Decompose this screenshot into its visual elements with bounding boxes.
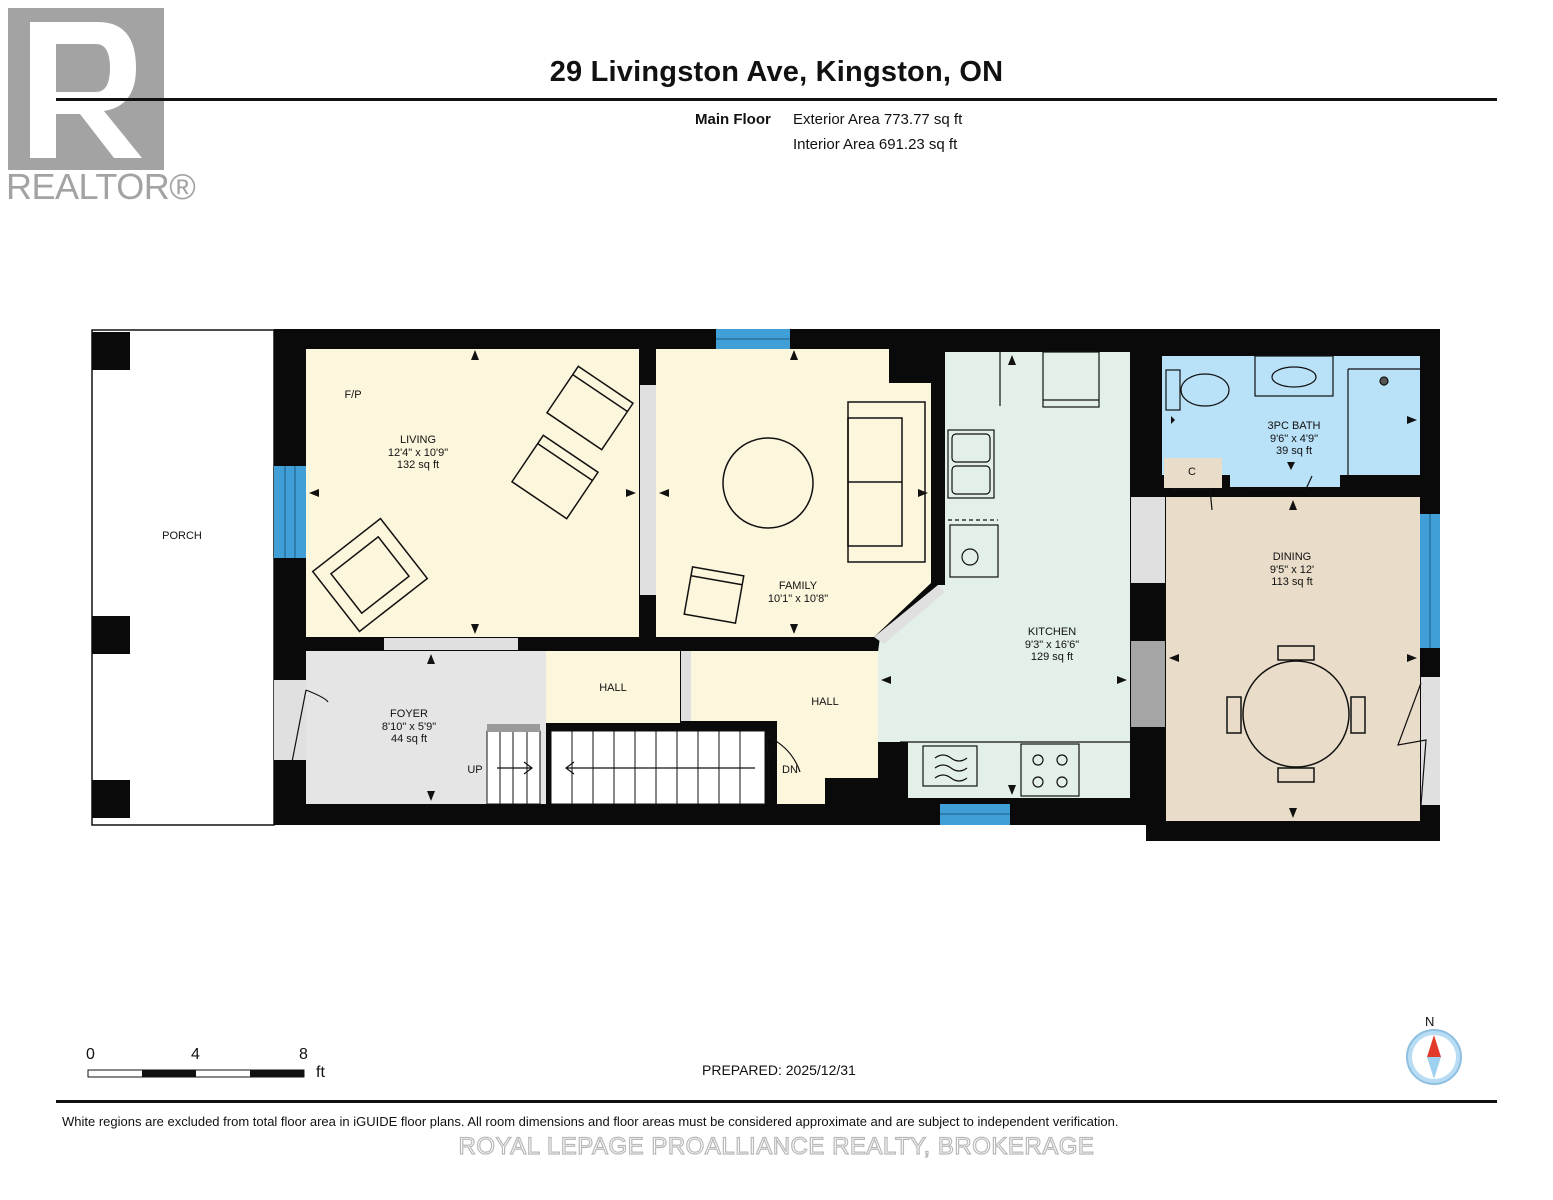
family-furniture — [683, 401, 926, 625]
opening — [874, 585, 945, 644]
room-label-porch: PORCH — [162, 530, 202, 542]
compass-icon — [1406, 1029, 1462, 1085]
stairs-up-arrow — [497, 761, 533, 775]
kitchen-room — [878, 352, 1130, 798]
footer-divider — [56, 1100, 1497, 1103]
exterior-area: Exterior Area 773.77 sq ft — [793, 111, 963, 128]
opening — [1421, 677, 1440, 805]
bath-room — [1162, 356, 1420, 475]
kitchen-fixtures — [900, 351, 1130, 797]
opening — [681, 651, 691, 721]
scale-tick-0: 0 — [86, 1046, 95, 1063]
header-divider — [56, 98, 1497, 101]
bath-lower — [1230, 475, 1340, 487]
hall-2 — [691, 651, 878, 804]
door-swing — [1397, 682, 1427, 806]
stairs-up-label: UP — [467, 764, 483, 776]
page-title: 29 Livingston Ave, Kingston, ON — [549, 56, 1004, 88]
scale-unit: ft — [316, 1064, 325, 1081]
porch-post — [92, 780, 130, 818]
opening — [1131, 641, 1165, 727]
dining-room — [1166, 497, 1420, 821]
scale-tick-8: 8 — [299, 1046, 308, 1063]
interior-area: Interior Area 691.23 sq ft — [793, 136, 958, 153]
door-swing — [1172, 488, 1213, 511]
room-label-hall-1: HALL — [599, 682, 627, 694]
porch-post — [92, 332, 130, 370]
realtor-wordmark: REALTOR® — [6, 166, 196, 207]
opening — [384, 638, 518, 650]
disclaimer: White regions are excluded from total fl… — [62, 1114, 1119, 1129]
opening — [640, 385, 656, 595]
living-furniture — [311, 365, 635, 633]
prepared-date: PREPARED: 2025/12/31 — [702, 1062, 856, 1078]
dimension-markers — [309, 350, 1417, 818]
door-swing — [1246, 475, 1313, 490]
closet — [1164, 458, 1222, 488]
closet-label: C — [1188, 466, 1196, 478]
stair-landing — [487, 724, 540, 732]
scale-tick-4: 4 — [191, 1046, 200, 1063]
brokerage-watermark: ROYAL LEPAGE PROALLIANCE REALTY, BROKERA… — [458, 1132, 1095, 1160]
bath-fixtures — [1165, 355, 1420, 475]
door-swing — [766, 735, 801, 799]
fireplace-label: F/P — [344, 389, 362, 401]
floor-name: Main Floor — [695, 111, 771, 128]
stairs-down-arrow — [565, 761, 755, 775]
opening — [274, 680, 306, 760]
window — [274, 466, 306, 558]
porch-post — [92, 616, 130, 654]
scale-bar — [87, 1069, 305, 1078]
compass-north-label: N — [1425, 1014, 1435, 1029]
realtor-logo — [8, 8, 164, 170]
opening — [1131, 497, 1165, 583]
hall-1 — [546, 651, 680, 723]
realtor-r-glyph — [30, 22, 142, 158]
stairs-down-label: DN — [782, 764, 798, 776]
room-label-hall-2: HALL — [811, 696, 839, 708]
dining-furniture — [1226, 645, 1366, 783]
family-room — [656, 349, 931, 637]
porch-area — [91, 329, 275, 826]
door-swing — [291, 689, 329, 763]
